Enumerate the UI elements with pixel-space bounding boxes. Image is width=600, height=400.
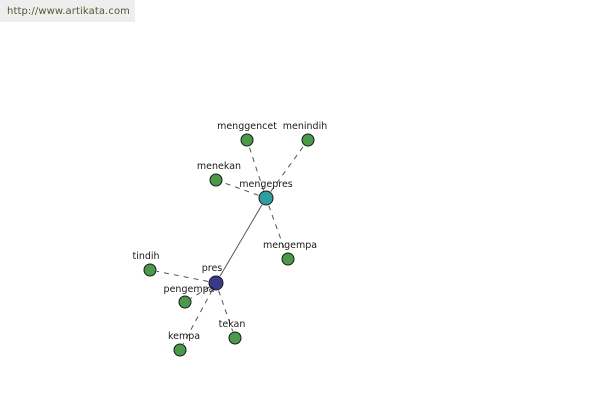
graph-node-menindih[interactable] — [301, 133, 315, 147]
graph-node-mengempa[interactable] — [281, 252, 295, 266]
graph-node-menekan[interactable] — [209, 173, 223, 187]
graph-edge — [248, 146, 264, 191]
graph-node-pengempa[interactable] — [178, 295, 192, 309]
nodes-group[interactable] — [143, 133, 315, 357]
graph-edge — [156, 270, 209, 282]
graph-node-pres[interactable] — [208, 275, 224, 291]
graph-node-kempa[interactable] — [173, 343, 187, 357]
graph-edge — [182, 289, 213, 345]
url-text: http://www.artikata.com — [7, 5, 130, 17]
graph-edge — [222, 181, 259, 196]
graph-node-tekan[interactable] — [228, 331, 242, 345]
graph-edge — [219, 204, 263, 277]
url-banner: http://www.artikata.com — [0, 0, 135, 22]
edges-group — [156, 145, 305, 345]
graph-node-menggencet[interactable] — [240, 133, 254, 147]
graph-edge — [190, 286, 210, 299]
graph-edge — [270, 145, 305, 192]
graph-node-mengepres[interactable] — [258, 190, 274, 206]
graph-edge — [268, 205, 287, 253]
graph-edge — [218, 290, 234, 332]
graph-node-tindih[interactable] — [143, 263, 157, 277]
